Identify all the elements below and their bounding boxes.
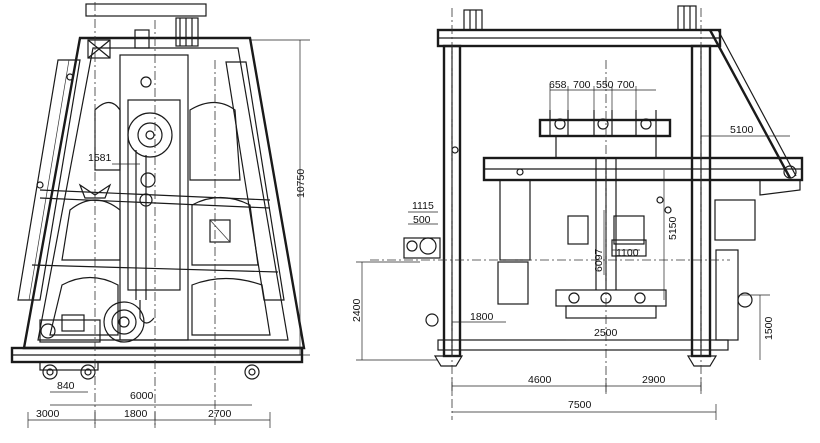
top-bracket [134, 29, 150, 49]
top-fitting-left [463, 9, 483, 31]
dim-1800-right: 1800 [470, 311, 494, 323]
wheel-1 [42, 364, 58, 380]
left-column [17, 59, 81, 301]
dim-658: 658 [549, 79, 567, 91]
spreader-right [613, 215, 645, 245]
dim-1581: 1581 [88, 152, 112, 164]
boom-end-sheave [783, 165, 797, 179]
side-wheel [737, 292, 753, 308]
dim-2500: 2500 [594, 327, 618, 339]
top-left-block [87, 39, 111, 59]
mast-box [497, 261, 529, 305]
rib-left-1 [94, 101, 121, 171]
panel-box [209, 219, 231, 243]
drive-unit [39, 319, 101, 343]
wheel-3 [244, 364, 260, 380]
inner-mast [499, 179, 531, 261]
dim-6097: 6097 [593, 248, 605, 272]
right-view-frame [370, 5, 804, 420]
right-view-dimensions: 658 700 550 700 5100 5150 6097 1100 1115… [351, 79, 790, 420]
dim-700a: 700 [573, 79, 591, 91]
base-rail [437, 339, 729, 351]
hoist-drum [127, 112, 173, 158]
dim-2400: 2400 [351, 298, 363, 322]
side-guide [715, 249, 739, 341]
dim-10750: 10750 [295, 169, 307, 198]
dim-2700: 2700 [208, 408, 232, 420]
dim-700b: 700 [617, 79, 635, 91]
large-motor [103, 301, 145, 343]
dim-4600: 4600 [528, 374, 552, 386]
dim-5150: 5150 [667, 216, 679, 240]
central-mast [119, 54, 189, 341]
right-column [225, 61, 285, 301]
rib-right-3 [191, 277, 271, 336]
wing-bracket [78, 183, 112, 199]
hook [139, 300, 155, 324]
dim-2900: 2900 [642, 374, 666, 386]
rib-left-2 [61, 199, 121, 261]
dim-1115: 1115 [412, 200, 434, 212]
top-winch [175, 17, 199, 47]
hook-block [611, 239, 647, 257]
dim-1500: 1500 [763, 316, 775, 340]
side-box [714, 199, 756, 241]
dim-3000: 3000 [36, 408, 60, 420]
dim-1100: 1100 [616, 247, 639, 259]
inner-trapezoid-frame [37, 47, 289, 341]
dim-550: 550 [596, 79, 614, 91]
left-view-frame [10, 2, 306, 425]
top-beam [85, 3, 207, 17]
left-small-wheel [425, 313, 439, 327]
dim-7500: 7500 [568, 399, 592, 411]
dim-500: 500 [413, 214, 431, 226]
top-fitting-right [677, 5, 697, 31]
left-view-dimensions: 10750 1581 840 6000 3000 1800 2700 [27, 39, 310, 428]
wheel-2 [80, 364, 96, 380]
dim-840: 840 [57, 380, 75, 392]
rope-sheave [140, 172, 156, 188]
dim-5100: 5100 [730, 124, 754, 136]
spreader-left [567, 215, 589, 245]
left-winch-drum [419, 237, 437, 255]
mast-inner [127, 99, 181, 291]
dim-6000: 6000 [130, 390, 154, 402]
left-foot [433, 355, 464, 367]
rib-right-1 [189, 101, 241, 181]
right-foot [686, 355, 718, 367]
outer-trapezoid-frame [22, 36, 306, 350]
rib-left-3 [49, 276, 119, 336]
dim-1800: 1800 [124, 408, 148, 420]
